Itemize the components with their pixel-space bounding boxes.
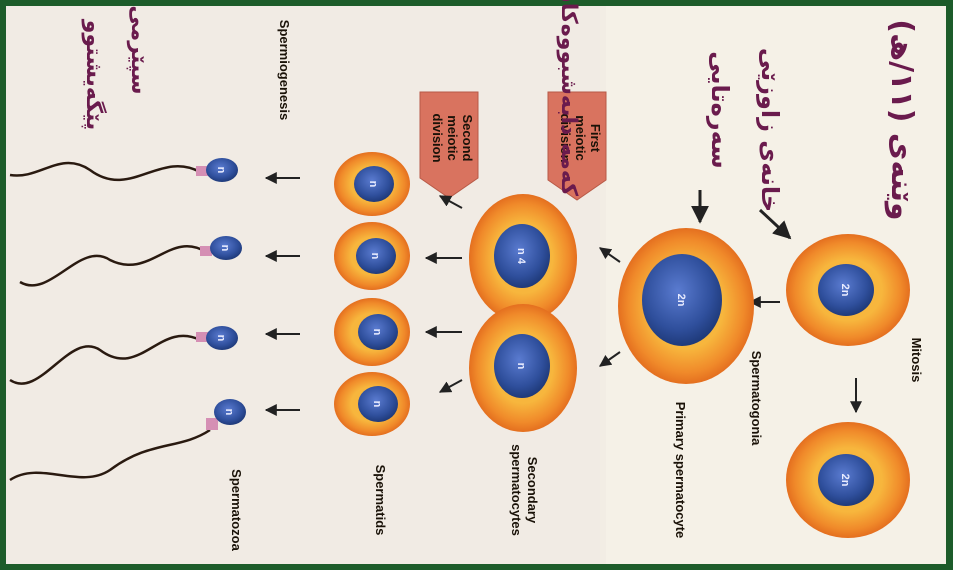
svg-text:خانەی زاوزێی: خانەی زاوزێی: [756, 48, 784, 212]
svg-text:پێگەیشتوو: پێگەیشتوو: [81, 19, 108, 130]
spermatids-label: Spermatids: [373, 465, 388, 536]
svg-text:spermatocytes: spermatocytes: [509, 444, 524, 536]
svg-text:meiotic: meiotic: [445, 115, 460, 161]
spermatozoa-label: Spermatozoa: [229, 469, 244, 551]
ploidy-label: n: [219, 245, 231, 252]
spermatid-cell: n: [334, 372, 410, 436]
annotation-sperm: سپێرمی: [126, 5, 151, 94]
ploidy-label: n: [515, 363, 527, 370]
mitosis-label: Mitosis: [909, 338, 924, 383]
spermatid-cell: n: [334, 222, 410, 290]
ploidy-label: 2n: [839, 284, 851, 297]
ploidy-label: n: [369, 253, 381, 260]
svg-text:Second: Second: [460, 115, 475, 162]
second-meiotic-division-banner: Second meiotic division: [420, 92, 478, 198]
svg-text:First: First: [588, 124, 603, 153]
secondary-spermatocyte-cell: n 4: [469, 194, 577, 322]
primary-spermatocyte-cell: 2n: [618, 228, 754, 384]
svg-text:کەمە دابەشبووەکان: کەمە دابەشبووەکان: [556, 0, 581, 196]
spermatogonia-label: Spermatogonia: [749, 351, 764, 446]
ploidy-label: n: [367, 181, 379, 188]
svg-text:سپێرمی: سپێرمی: [126, 5, 151, 94]
svg-text:وێنەی (١١/ھ): وێنەی (١١/ھ): [884, 19, 919, 220]
spermiogenesis-label: Spermiogenesis: [277, 20, 292, 120]
annotation-testis-cells-2: سەرەتایی: [706, 51, 734, 168]
ploidy-label: n: [223, 409, 235, 416]
secondary-spermatocytes-label: Secondary spermatocytes: [509, 444, 540, 536]
annotation-testis-cells: خانەی زاوزێی: [756, 48, 784, 212]
spermatid-cell: n: [334, 152, 410, 216]
svg-text:سەرەتایی: سەرەتایی: [706, 51, 734, 168]
figure-title: وێنەی (١١/ھ): [884, 19, 919, 220]
ploidy-label: 2n: [839, 474, 851, 487]
annotation-secondary-cells: کەمە دابەشبووەکان: [556, 0, 581, 196]
spermatogonium-cell-top: 2n: [786, 234, 910, 346]
ploidy-label: n: [371, 401, 383, 408]
ploidy-label: n: [215, 335, 227, 342]
secondary-spermatocyte-cell: n: [469, 304, 577, 432]
svg-text:Secondary: Secondary: [525, 457, 540, 524]
spermatogonium-cell-bottom: 2n: [786, 422, 910, 538]
ploidy-label: n: [215, 167, 227, 174]
primary-spermatocyte-label: Primary spermatocyte: [673, 402, 688, 539]
ploidy-label: n: [371, 329, 383, 336]
svg-text:division: division: [430, 113, 445, 162]
spermatid-cell: n: [334, 298, 410, 366]
ploidy-label: 2n: [675, 294, 687, 307]
annotation-sperm-2: پێگەیشتوو: [81, 19, 108, 130]
ploidy-label: n 4: [515, 248, 527, 265]
